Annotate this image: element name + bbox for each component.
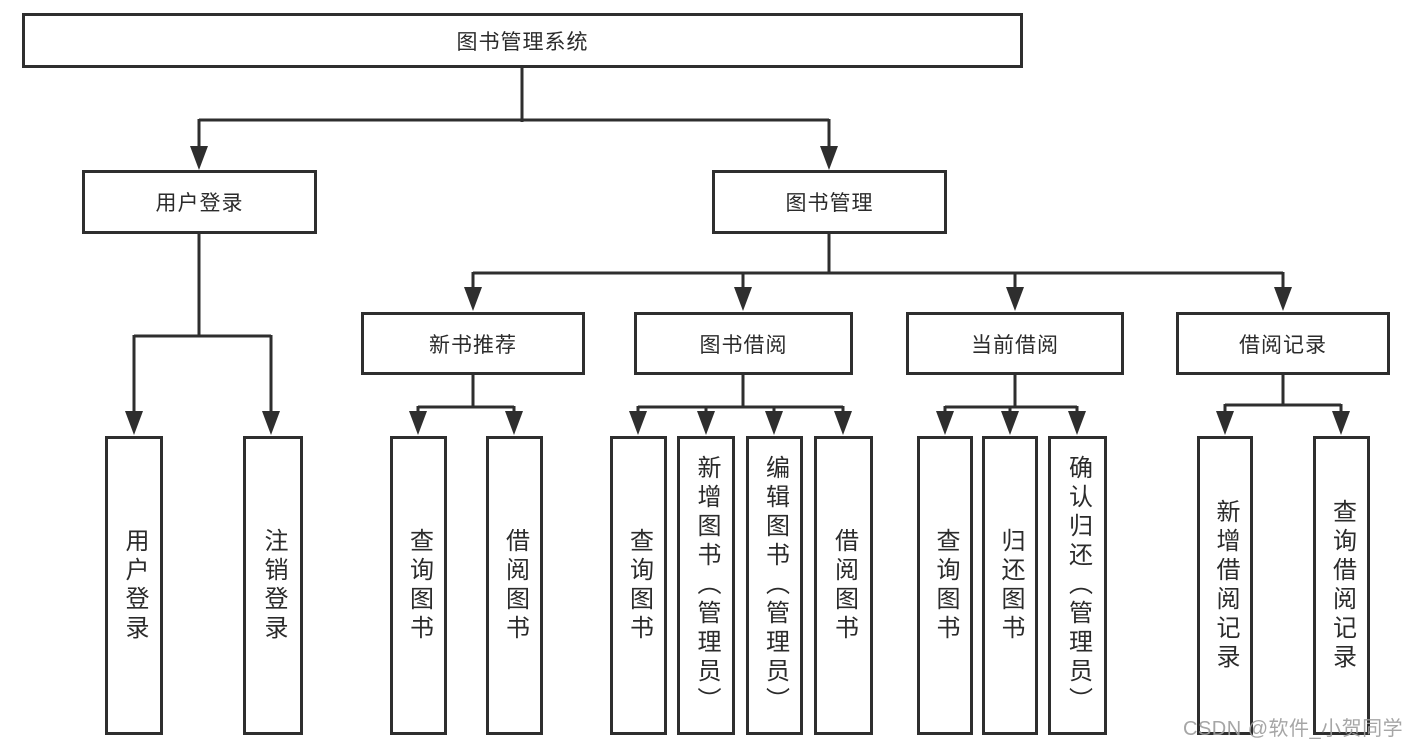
node-borrowing-records: 借阅记录 — [1176, 312, 1390, 375]
node-label: 查询图书 — [625, 527, 653, 644]
arrowhead — [834, 411, 852, 435]
node-current-borrowing: 当前借阅 — [906, 312, 1124, 375]
node-user-login: 用户登录 — [82, 170, 317, 234]
leaf-query-books-borrowing: 查询图书 — [610, 436, 667, 735]
leaf-query-books-current: 查询图书 — [917, 436, 973, 735]
leaf-logout: 注销登录 — [243, 436, 303, 735]
leaf-return-book: 归还图书 — [982, 436, 1038, 735]
node-label: 查询借阅记录 — [1328, 498, 1356, 673]
node-new-book-recommend: 新书推荐 — [361, 312, 585, 375]
arrowhead — [505, 411, 523, 435]
arrowhead — [190, 146, 208, 170]
leaf-add-borrow-record: 新增借阅记录 — [1197, 436, 1253, 735]
node-label: 新增图书（管理员） — [693, 455, 720, 716]
arrowhead — [125, 411, 143, 435]
node-label: 编辑图书（管理员） — [761, 455, 789, 716]
node-label: 确认归还（管理员） — [1064, 455, 1092, 716]
arrowhead — [409, 411, 427, 435]
leaf-confirm-return-admin: 确认归还（管理员） — [1048, 436, 1107, 735]
node-label: 图书管理 — [785, 192, 874, 215]
arrowhead — [1006, 287, 1024, 311]
node-book-borrowing: 图书借阅 — [634, 312, 853, 375]
csdn-watermark: CSDN @软件_小贺同学 — [1183, 718, 1404, 740]
node-library-management-system: 图书管理系统 — [22, 13, 1023, 68]
node-label: 用户登录 — [155, 192, 244, 215]
node-label: 查询图书 — [932, 527, 959, 644]
arrowhead — [464, 287, 482, 311]
arrowhead — [1001, 411, 1019, 435]
node-label: 归还图书 — [997, 527, 1024, 644]
node-label: 借阅图书 — [501, 527, 529, 644]
node-label: 图书管理系统 — [456, 30, 589, 54]
node-book-management: 图书管理 — [712, 170, 947, 234]
leaf-borrow-books-borrowing: 借阅图书 — [814, 436, 873, 735]
leaf-add-book-admin: 新增图书（管理员） — [677, 436, 735, 735]
arrowhead — [936, 411, 954, 435]
arrowhead — [1216, 411, 1234, 435]
arrowhead — [697, 411, 715, 435]
leaf-edit-book-admin: 编辑图书（管理员） — [746, 436, 803, 735]
node-label: 新增借阅记录 — [1212, 498, 1239, 673]
node-label: 注销登录 — [260, 527, 287, 644]
arrowhead — [262, 411, 280, 435]
node-label: 当前借阅 — [971, 333, 1059, 357]
node-label: 借阅记录 — [1239, 333, 1327, 357]
leaf-user-login: 用户登录 — [105, 436, 163, 735]
arrowhead — [820, 146, 838, 170]
arrowhead — [734, 287, 752, 311]
arrowhead — [765, 411, 783, 435]
node-label: 图书借阅 — [699, 333, 788, 357]
arrowhead — [1068, 411, 1086, 435]
arrowhead — [1274, 287, 1292, 311]
node-label: 新书推荐 — [429, 333, 517, 357]
leaf-query-books-recommend: 查询图书 — [390, 436, 447, 735]
node-label: 借阅图书 — [830, 527, 858, 644]
node-label: 查询图书 — [405, 527, 433, 644]
leaf-borrow-books-recommend: 借阅图书 — [486, 436, 543, 735]
leaf-query-borrow-record: 查询借阅记录 — [1313, 436, 1370, 735]
arrowhead — [1332, 411, 1350, 435]
arrowhead — [629, 411, 647, 435]
node-label: 用户登录 — [121, 527, 148, 644]
